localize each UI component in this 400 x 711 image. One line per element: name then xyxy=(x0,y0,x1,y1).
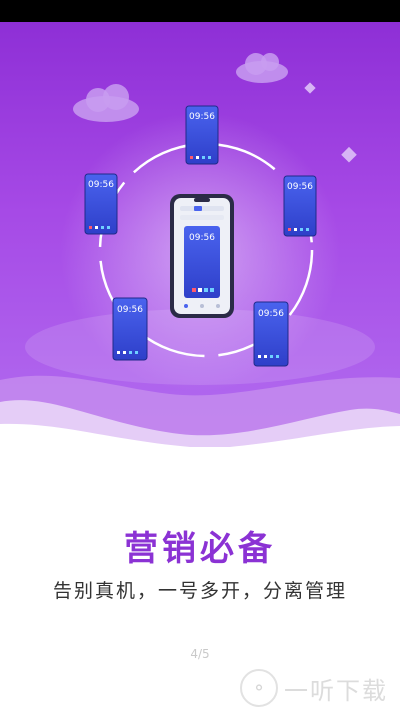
ear-logo-icon: ⚬ xyxy=(240,669,278,707)
svg-text:09:56: 09:56 xyxy=(117,305,143,315)
satellite-phone-icon: 09:56 xyxy=(84,173,118,235)
illustration-svg: 09:56 09:56 09:56 09:56 09:56 xyxy=(0,53,400,447)
watermark: ⚬ 一听下载 xyxy=(240,669,388,707)
satellite-phone-icon: 09:56 xyxy=(283,175,317,237)
onboarding-headline: 营销必备 xyxy=(124,529,276,569)
svg-text:09:56: 09:56 xyxy=(287,182,313,192)
svg-text:09:56: 09:56 xyxy=(189,233,215,243)
center-phone-icon: 09:56 xyxy=(170,194,234,318)
orbit-ring xyxy=(98,142,314,358)
svg-text:09:56: 09:56 xyxy=(189,112,215,122)
satellite-phone-icon: 09:56 xyxy=(185,105,219,165)
hero-illustration: 09:56 09:56 09:56 09:56 09:56 xyxy=(0,22,400,447)
wave-front xyxy=(0,423,400,447)
onboarding-subtitle: 告别真机，一号多开，分离管理 xyxy=(52,580,347,602)
diamond-icon xyxy=(304,82,316,94)
diamond-icon xyxy=(341,146,357,163)
watermark-text: 一听下载 xyxy=(284,676,388,705)
svg-text:09:56: 09:56 xyxy=(258,309,284,319)
satellite-phone-icon: 09:56 xyxy=(253,301,289,367)
floor-ellipse xyxy=(25,309,375,385)
satellite-phone-icon: 09:56 xyxy=(112,297,148,361)
svg-text:09:56: 09:56 xyxy=(88,180,114,190)
cloud-icon xyxy=(73,84,139,122)
cloud-icon xyxy=(236,53,288,83)
page-indicator: 4/5 xyxy=(190,647,210,661)
status-bar xyxy=(0,0,400,22)
